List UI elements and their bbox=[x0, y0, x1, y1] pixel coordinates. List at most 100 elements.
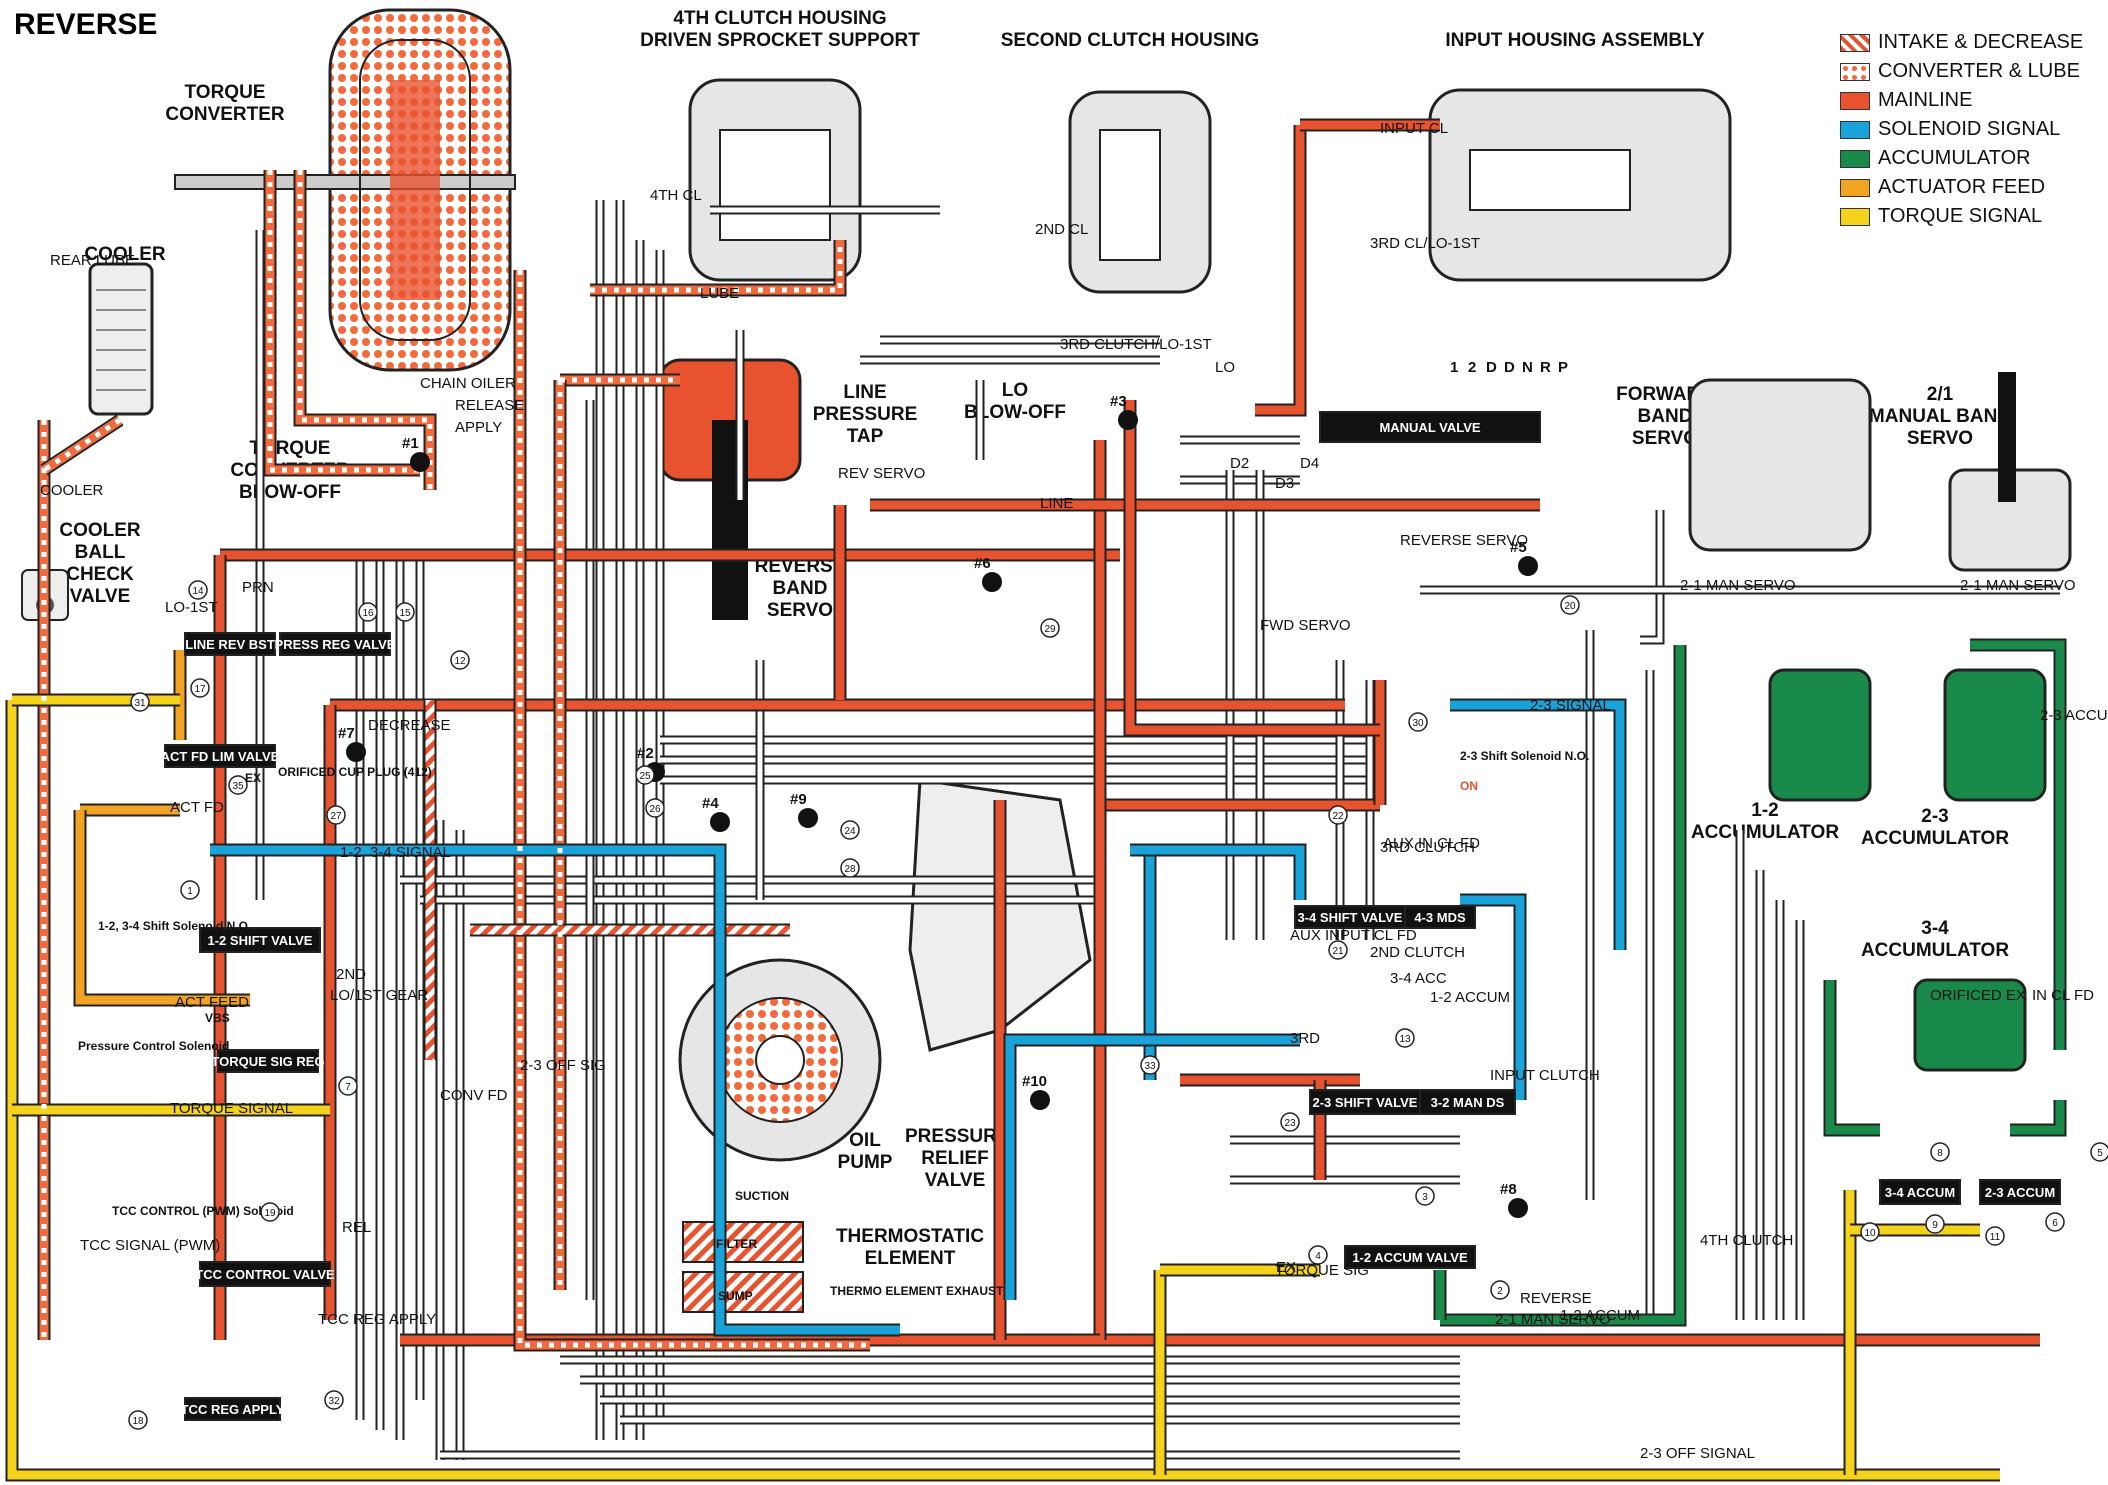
fluid-passage bbox=[590, 240, 845, 295]
fluid-passage bbox=[210, 843, 900, 1337]
fluid-passage bbox=[1450, 698, 1627, 950]
orifice-marker bbox=[358, 602, 378, 622]
fluid-passage bbox=[210, 845, 900, 1335]
passage-label: 2-1 MAN SERVO bbox=[1680, 577, 1796, 594]
orifice-number: 4 bbox=[1315, 1251, 1321, 1262]
check-ball-label: #6 bbox=[974, 555, 991, 572]
legend-swatch bbox=[1840, 178, 1870, 197]
orifice-marker bbox=[840, 820, 860, 840]
component-label: Pressure Control Solenoid bbox=[78, 1039, 229, 1053]
legend-item: CONVERTER & LUBE bbox=[1840, 57, 2083, 86]
passage-label: INPUT CLUTCH bbox=[1490, 1067, 1600, 1084]
check-ball bbox=[410, 452, 430, 472]
legend-label: ACCUMULATOR bbox=[1878, 147, 2031, 169]
passage-label: EX bbox=[1276, 1259, 1296, 1276]
check-ball bbox=[1508, 1198, 1528, 1218]
torque-converter-drawing bbox=[174, 8, 516, 372]
passage-label: COOLER bbox=[40, 482, 104, 499]
valve-body bbox=[217, 1049, 319, 1073]
header-forward-band-servo: FORWARD BAND SERVO bbox=[1616, 384, 1714, 449]
legend-swatch bbox=[1840, 62, 1870, 81]
valve-label: 2-3 SHIFT VALVE bbox=[1313, 1095, 1418, 1110]
component-label: SUMP bbox=[718, 1289, 753, 1303]
passage-label: AUX IN CL FD bbox=[1383, 835, 1480, 852]
fluid-passage bbox=[75, 860, 250, 1005]
passage-label: RELEASE bbox=[455, 397, 524, 414]
header-reverse-band-servo: REVERSE BAND SERVO bbox=[754, 556, 846, 621]
valve-pressreg: PRESS REG VALVE bbox=[275, 632, 396, 656]
component-label: VBS bbox=[205, 1011, 230, 1025]
valve-accum23v: 2-3 ACCUM bbox=[1979, 1179, 2061, 1205]
passage-label: CONV FD bbox=[440, 1087, 508, 1104]
orifice-marker bbox=[1490, 1280, 1510, 1300]
gear-position-label: D bbox=[1486, 359, 1497, 376]
orifice-marker bbox=[1925, 1214, 1945, 1234]
header-cooler: COOLER bbox=[84, 244, 166, 265]
lube-dot-overlay bbox=[590, 240, 843, 293]
orifice-number: 30 bbox=[1412, 718, 1424, 729]
orifice-number: 3 bbox=[1422, 1192, 1428, 1203]
component-label: THERMO ELEMENT EXHAUST bbox=[830, 1284, 1004, 1298]
passage-label: TCC SIGNAL (PWM) bbox=[80, 1237, 220, 1254]
check-ball-label: #3 bbox=[1110, 393, 1127, 410]
header-oil-pump: OIL PUMP bbox=[837, 1130, 893, 1173]
clutch-housing-drawings bbox=[688, 78, 1732, 294]
accumulator-drawings bbox=[1768, 668, 2047, 1072]
passage-label: 1-2 ACCUM bbox=[1430, 989, 1510, 1006]
valve-label: 1-2 SHIFT VALVE bbox=[208, 933, 313, 948]
valve-body bbox=[1979, 1179, 2061, 1205]
header-line-pressure-tap: LINE PRESSURE TAP bbox=[812, 382, 918, 447]
valve-body bbox=[199, 927, 321, 953]
orifice-marker bbox=[1985, 1226, 2005, 1246]
fluid-passage bbox=[1640, 510, 1663, 643]
tfp-switch-body bbox=[908, 778, 1092, 1052]
orifice-number: 1 bbox=[187, 886, 193, 897]
valve-label: 1-2 ACCUM VALVE bbox=[1352, 1250, 1468, 1265]
legend-item: INTAKE & DECREASE bbox=[1840, 28, 2083, 57]
passage-label: ORIFICED EX bbox=[1930, 987, 2026, 1004]
fluid-passage bbox=[265, 170, 420, 475]
valve-body bbox=[1344, 1245, 1476, 1269]
fluid-passage bbox=[1255, 125, 1305, 415]
orifice-number: 19 bbox=[264, 1208, 276, 1219]
orifice-number: 23 bbox=[1284, 1118, 1296, 1129]
check-ball-label: #4 bbox=[702, 795, 719, 812]
legend-item: MAINLINE bbox=[1840, 86, 2083, 115]
valve-body bbox=[279, 632, 391, 656]
gear-position-label: P bbox=[1558, 359, 1568, 376]
diagram-title: REVERSE bbox=[14, 8, 158, 41]
legend-swatch bbox=[1840, 120, 1870, 139]
orifice-marker bbox=[1560, 595, 1580, 615]
passage-label: DECREASE bbox=[368, 717, 451, 734]
valve-tccreg: TCC REG APPLY bbox=[181, 1397, 285, 1421]
orifice-marker bbox=[2045, 1212, 2065, 1232]
fluid-passage bbox=[41, 416, 123, 474]
orifice-number: 26 bbox=[649, 804, 661, 815]
orifice-marker bbox=[1415, 1186, 1435, 1206]
orifice-marker bbox=[1860, 1222, 1880, 1242]
check-ball bbox=[1518, 556, 1538, 576]
fluid-passage bbox=[1255, 125, 1307, 417]
orifice-number: 25 bbox=[639, 771, 651, 782]
orifice-marker bbox=[1328, 805, 1348, 825]
header-tfp-switch: TFP SWITCH bbox=[982, 938, 1058, 981]
orifice-number: 10 bbox=[1864, 1228, 1876, 1239]
valve-body bbox=[1319, 411, 1541, 443]
valve-body bbox=[184, 632, 276, 656]
legend-item: ACTUATOR FEED bbox=[1840, 173, 2083, 202]
valve-body bbox=[199, 1261, 331, 1287]
passage-label: 1-2 ACCUM bbox=[1560, 1307, 1640, 1324]
fluid-passage bbox=[1640, 510, 1665, 645]
legend-label: INTAKE & DECREASE bbox=[1878, 31, 2084, 53]
orifice-number: 28 bbox=[844, 864, 856, 875]
passage-label: 2-3 ACCUM bbox=[2040, 707, 2108, 724]
orifice-marker bbox=[645, 798, 665, 818]
orifice-number: 2 bbox=[1497, 1286, 1503, 1297]
orifice-number: 22 bbox=[1332, 811, 1344, 822]
legend-label: MAINLINE bbox=[1878, 89, 1973, 111]
valve-body bbox=[1294, 905, 1406, 929]
valve-label: 3-4 SHIFT VALVE bbox=[1298, 910, 1403, 925]
check-ball bbox=[645, 762, 665, 782]
passage-label: PRN bbox=[242, 579, 274, 596]
